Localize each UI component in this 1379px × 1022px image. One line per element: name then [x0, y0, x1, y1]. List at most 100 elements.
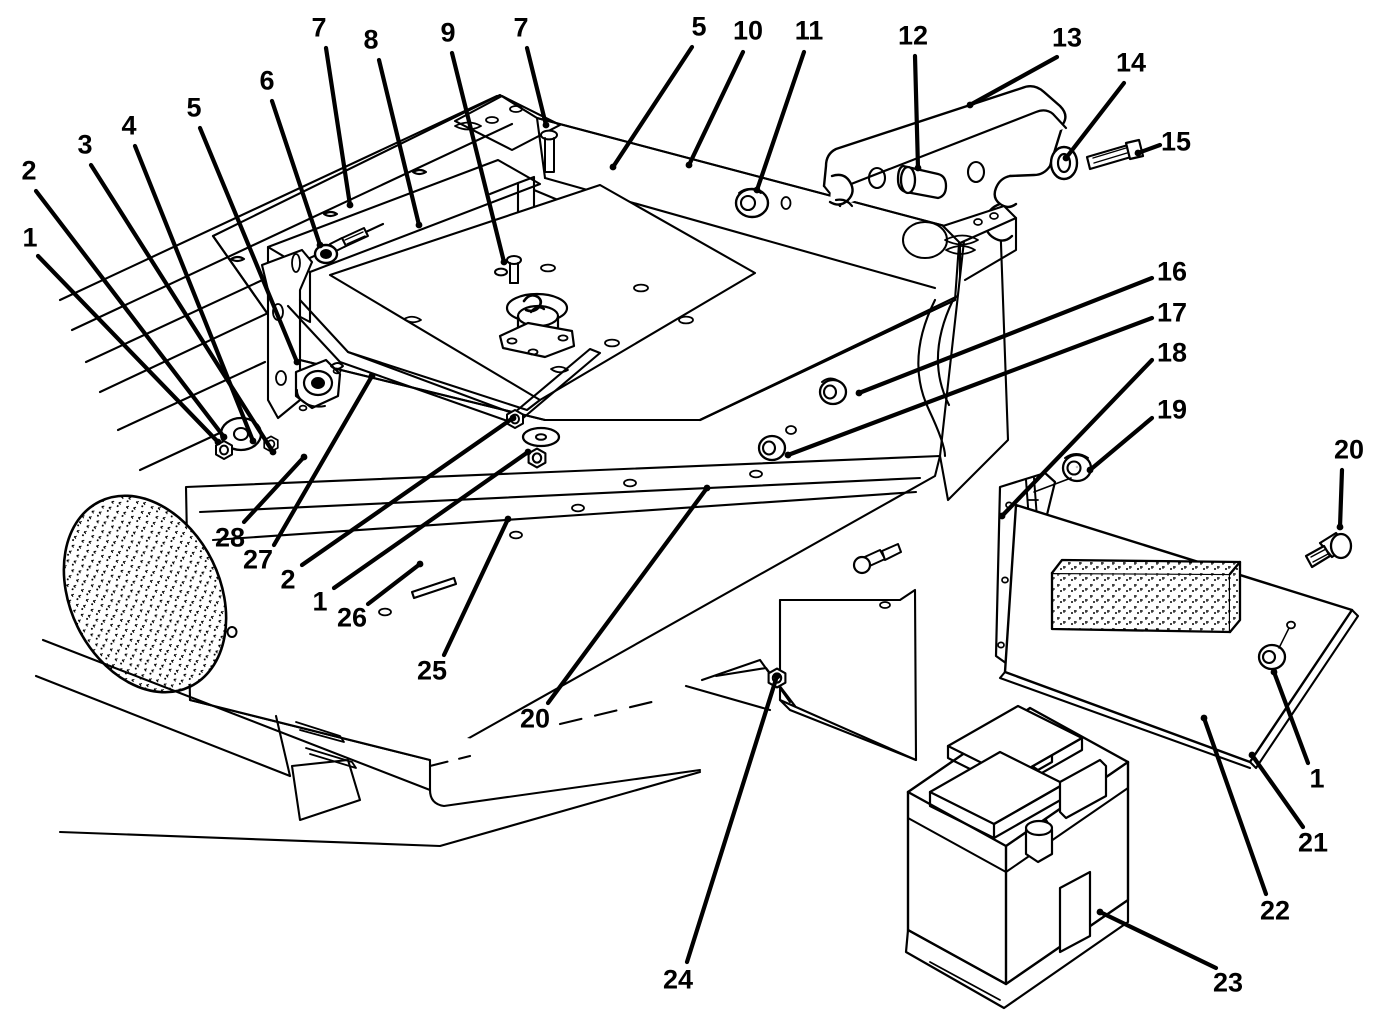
callout-number-17[interactable]: 17 — [1156, 297, 1188, 328]
rear-box-diag2 — [714, 666, 797, 708]
callout-number-11[interactable]: 11 — [794, 15, 824, 46]
callout-number-22[interactable]: 22 — [1259, 895, 1291, 926]
nut-item-11 — [734, 187, 770, 219]
callout-number-28[interactable]: 28 — [214, 522, 246, 553]
sill-hole-5 — [749, 469, 763, 479]
latch-base-fold — [963, 216, 1018, 282]
callout-number-20[interactable]: 20 — [519, 703, 551, 734]
leader-endpoint-5 — [293, 358, 301, 366]
callout-number-7[interactable]: 7 — [513, 12, 529, 43]
callout-number-1[interactable]: 1 — [312, 586, 328, 617]
left-frame-rail-top — [58, 94, 499, 302]
callout-number-8[interactable]: 8 — [363, 24, 379, 55]
leader-endpoint-12 — [914, 164, 922, 172]
plate-hole-4 — [604, 338, 620, 348]
nut-item-16 — [818, 377, 848, 406]
sill-edge-b — [211, 490, 918, 542]
leader-endpoint-11 — [753, 186, 761, 194]
leader-endpoint-1 — [214, 438, 222, 446]
right-side-wall — [938, 214, 1010, 502]
bolt-item-7-top — [540, 129, 558, 173]
bolt-right-sill — [852, 543, 902, 575]
leader-line-2 — [299, 415, 516, 568]
leader-endpoint-1 — [524, 448, 532, 456]
fender-outline-top — [41, 638, 432, 792]
leader-line-2 — [33, 188, 227, 440]
callout-number-13[interactable]: 13 — [1051, 22, 1083, 53]
callout-number-1[interactable]: 1 — [1309, 763, 1325, 794]
leader-line-14 — [1063, 80, 1127, 161]
hanger-arm2 — [286, 304, 518, 426]
callout-number-2[interactable]: 2 — [21, 155, 37, 186]
fender-hole — [226, 626, 238, 638]
callout-number-25[interactable]: 25 — [416, 655, 448, 686]
battery-tray-edge — [1248, 608, 1360, 770]
rear-box-lip — [684, 684, 772, 712]
washer-nut-center — [505, 408, 561, 469]
callout-number-10[interactable]: 10 — [732, 15, 764, 46]
leader-line-28 — [241, 454, 307, 525]
body-panel-group — [34, 85, 1360, 1010]
sill-edge-a — [198, 476, 922, 514]
rear-wall-fold — [535, 116, 547, 180]
rear-box — [778, 588, 918, 762]
callout-number-26[interactable]: 26 — [336, 602, 368, 633]
callout-number-5[interactable]: 5 — [691, 11, 707, 42]
leader-line-13 — [967, 54, 1060, 108]
leader-line-5 — [197, 125, 300, 365]
callout-number-19[interactable]: 19 — [1156, 394, 1188, 425]
callout-number-15[interactable]: 15 — [1160, 126, 1192, 157]
left-frame-rail-4 — [98, 296, 302, 394]
leader-endpoint-1 — [1270, 668, 1278, 676]
callout-number-14[interactable]: 14 — [1115, 47, 1147, 78]
callout-number-9[interactable]: 9 — [440, 17, 456, 48]
hanger-arm — [298, 298, 522, 418]
leader-line-1 — [35, 253, 221, 445]
callout-number-7[interactable]: 7 — [311, 12, 327, 43]
leader-line-7 — [524, 45, 549, 128]
fender-fold-b — [295, 721, 345, 743]
callout-leader-dots — [214, 101, 1344, 916]
callout-number-4[interactable]: 4 — [121, 110, 137, 141]
sill-strip — [410, 576, 458, 600]
callout-number-16[interactable]: 16 — [1156, 256, 1188, 287]
pivot-ball-assembly — [498, 292, 576, 359]
leader-endpoint-18 — [998, 512, 1006, 520]
callout-number-1[interactable]: 1 — [22, 222, 38, 253]
callout-number-27[interactable]: 27 — [242, 544, 274, 575]
callout-number-21[interactable]: 21 — [1297, 827, 1329, 858]
leader-endpoint-22 — [1200, 714, 1208, 722]
leader-endpoint-7 — [542, 121, 550, 129]
leader-line-24 — [684, 673, 780, 965]
leader-endpoint-5 — [609, 163, 617, 171]
callout-number-5[interactable]: 5 — [186, 92, 202, 123]
callout-number-23[interactable]: 23 — [1212, 967, 1244, 998]
callout-number-24[interactable]: 24 — [662, 964, 694, 995]
bolt-item-15 — [1085, 138, 1145, 171]
sill-hole-2 — [509, 530, 523, 540]
callout-number-6[interactable]: 6 — [259, 65, 275, 96]
callout-leader-lines — [33, 44, 1345, 971]
leader-endpoint-17 — [784, 451, 792, 459]
callout-number-20[interactable]: 20 — [1333, 434, 1365, 465]
leader-endpoint-13 — [966, 101, 974, 109]
lbp-slot — [944, 234, 979, 246]
leader-line-18 — [999, 357, 1155, 519]
leader-line-5 — [610, 44, 695, 170]
callout-number-2[interactable]: 2 — [280, 564, 296, 595]
callout-number-12[interactable]: 12 — [897, 20, 929, 51]
leader-line-22 — [1201, 715, 1269, 897]
lbp-hole2 — [989, 212, 999, 220]
plate-hole-1 — [540, 263, 556, 273]
leader-endpoint-15 — [1134, 149, 1142, 157]
battery-item-23 — [904, 704, 1130, 1010]
leader-line-26 — [365, 561, 423, 607]
callout-number-18[interactable]: 18 — [1156, 337, 1188, 368]
left-frame-rail-2 — [70, 122, 514, 332]
callout-number-3[interactable]: 3 — [77, 129, 93, 160]
sill-dash-1 — [428, 754, 472, 768]
bolt-item-9 — [494, 255, 522, 284]
pivot-flange — [498, 321, 576, 359]
leader-line-21 — [1249, 752, 1306, 830]
